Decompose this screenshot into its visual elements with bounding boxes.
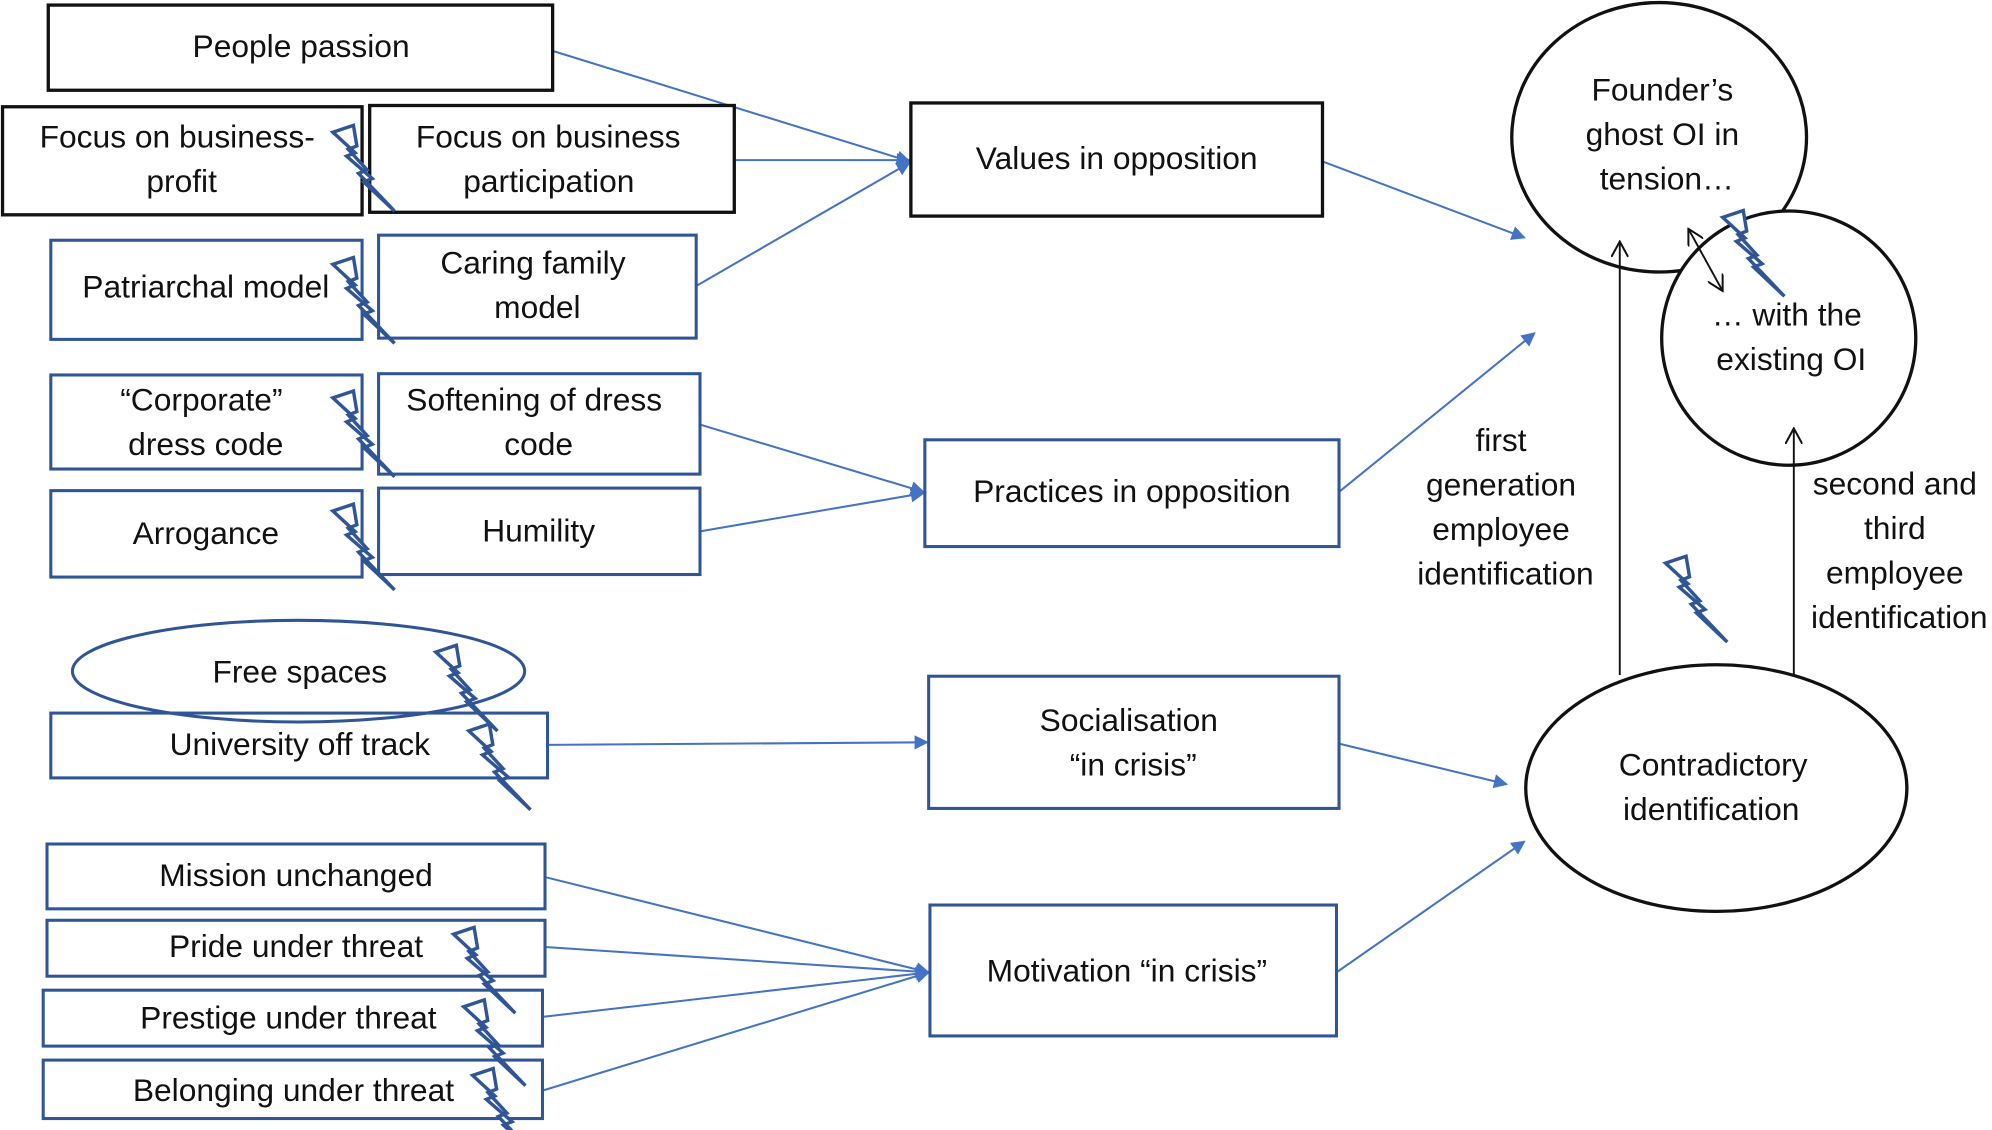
svg-text:Contradictory identifica: Contradictory identification — [1619, 746, 1817, 826]
mission-unchanged-box: Mission unchanged — [45, 842, 547, 911]
contradictory-identification-node: Contradictory identification — [1524, 663, 1909, 914]
values-in-opposition-box: Values in opposition — [909, 101, 1325, 218]
university-off-track-box: University off track — [49, 711, 550, 780]
arrow-prestige-to-motivation — [542, 966, 931, 1018]
patriarchal-model-box: Patriarchal model — [49, 238, 364, 341]
svg-text:Caring family model: Caring family model — [440, 244, 634, 324]
arrow-mission-to-motivation — [544, 876, 931, 977]
svg-text:… with the existing OI: … with the existing OI — [1712, 296, 1871, 376]
founders-ghost-line-2: ghost OI in — [1586, 116, 1740, 152]
svg-text:Focus on business partic: Focus on business participation — [416, 118, 689, 198]
pride-under-threat-box: Pride under threat — [45, 918, 547, 978]
socialisation-line-2: “in crisis” — [1070, 746, 1197, 782]
existing-oi-line-2: existing OI — [1716, 341, 1866, 377]
free-spaces-ellipse: Free spaces — [70, 618, 527, 724]
contradictory-line-2: identification — [1623, 791, 1799, 827]
university-off-track-label: University off track — [170, 726, 431, 762]
corporate-dress-line-2: dress code — [128, 426, 283, 462]
founders-ghost-line-1: Founder’s — [1591, 71, 1733, 107]
softening-dress-line-2: code — [504, 426, 573, 462]
arrow-values-to-founders — [1322, 160, 1526, 240]
svg-text:Focus on business- profi: Focus on business- profit — [40, 118, 324, 198]
practices-in-opposition-box: Practices in opposition — [923, 438, 1341, 549]
focus-participation-line-2: participation — [463, 163, 634, 199]
people-passion-box: People passion — [46, 3, 555, 92]
second-third-generation-label: second and third employee identification — [1811, 465, 1987, 634]
lightning-bolt-icon — [434, 643, 500, 733]
founders-ghost-line-3: tension… — [1600, 160, 1734, 196]
arrow-pride-to-motivation — [544, 945, 931, 979]
softening-dress-line-1: Softening of dress — [406, 382, 662, 418]
humility-label: Humility — [482, 512, 595, 548]
svg-text:Founder’s ghost OI in: Founder’s ghost OI in tension… — [1586, 71, 1748, 196]
arrow-socialisation-to-contradictory — [1338, 742, 1509, 789]
caring-family-model-box: Caring family model — [377, 233, 698, 340]
corporate-dress-code-box: “Corporate” dress code — [49, 373, 364, 471]
caring-family-line-1: Caring family — [440, 244, 625, 280]
arrow-practices-to-founders — [1338, 332, 1536, 493]
patriarchal-model-label: Patriarchal model — [82, 268, 329, 304]
focus-participation-box: Focus on business participation — [368, 103, 736, 214]
humility-box: Humility — [377, 486, 702, 577]
mission-unchanged-label: Mission unchanged — [159, 857, 433, 893]
socialisation-line-1: Socialisation — [1040, 702, 1218, 738]
svg-text:Socialisation “in crisis: Socialisation “in crisis” — [1040, 702, 1227, 782]
prestige-under-threat-box: Prestige under threat — [41, 988, 544, 1048]
focus-participation-line-1: Focus on business — [416, 118, 681, 154]
arrow-humility-to-practices — [699, 488, 925, 533]
lightning-bolt-icon — [467, 722, 533, 812]
socialisation-in-crisis-box: Socialisation “in crisis” — [927, 674, 1341, 810]
existing-oi-node: … with the existing OI — [1660, 209, 1918, 467]
softening-dress-code-box: Softening of dress code — [377, 372, 702, 476]
arrow-belonging-to-motivation — [542, 969, 931, 1092]
arrow-motivation-to-contradictory — [1335, 840, 1526, 974]
pride-under-threat-label: Pride under threat — [169, 928, 423, 964]
corporate-dress-line-1: “Corporate” — [120, 382, 282, 418]
prestige-under-threat-label: Prestige under threat — [140, 999, 437, 1035]
arrow-softening-to-practices — [699, 423, 925, 496]
arrows — [542, 49, 1536, 1092]
focus-profit-box: Focus on business- profit — [0, 105, 364, 217]
double-arrow-tension — [1688, 229, 1722, 291]
arrow-caring-to-values — [695, 161, 911, 287]
arrogance-label: Arrogance — [133, 515, 279, 551]
motivation-in-crisis-label: Motivation “in crisis” — [987, 952, 1267, 988]
arrogance-box: Arrogance — [49, 489, 364, 579]
lightning-bolt-icon — [1663, 554, 1729, 644]
focus-profit-line-2: profit — [146, 163, 217, 199]
people-passion-label: People passion — [193, 28, 410, 64]
free-spaces-label: Free spaces — [212, 654, 387, 690]
arrow-university-to-socialisation — [547, 735, 929, 750]
svg-text:Softening of dress code: Softening of dress code — [406, 382, 671, 462]
motivation-in-crisis-box: Motivation “in crisis” — [928, 903, 1338, 1038]
values-in-opposition-label: Values in opposition — [976, 140, 1258, 176]
existing-oi-line-1: … with the — [1712, 296, 1862, 332]
caring-family-line-2: model — [494, 289, 580, 325]
founders-ghost-node: Founder’s ghost OI in tension… — [1510, 0, 1809, 274]
belonging-under-threat-box: Belonging under threat — [41, 1058, 544, 1121]
contradictory-line-1: Contradictory — [1619, 746, 1808, 782]
belonging-under-threat-label: Belonging under threat — [133, 1072, 454, 1108]
focus-profit-line-1: Focus on business- — [40, 118, 315, 154]
first-generation-label: first generation employee identification — [1417, 422, 1593, 591]
practices-in-opposition-label: Practices in opposition — [973, 473, 1291, 509]
svg-text:“Corporate” dress code: “Corporate” dress code — [120, 382, 291, 462]
